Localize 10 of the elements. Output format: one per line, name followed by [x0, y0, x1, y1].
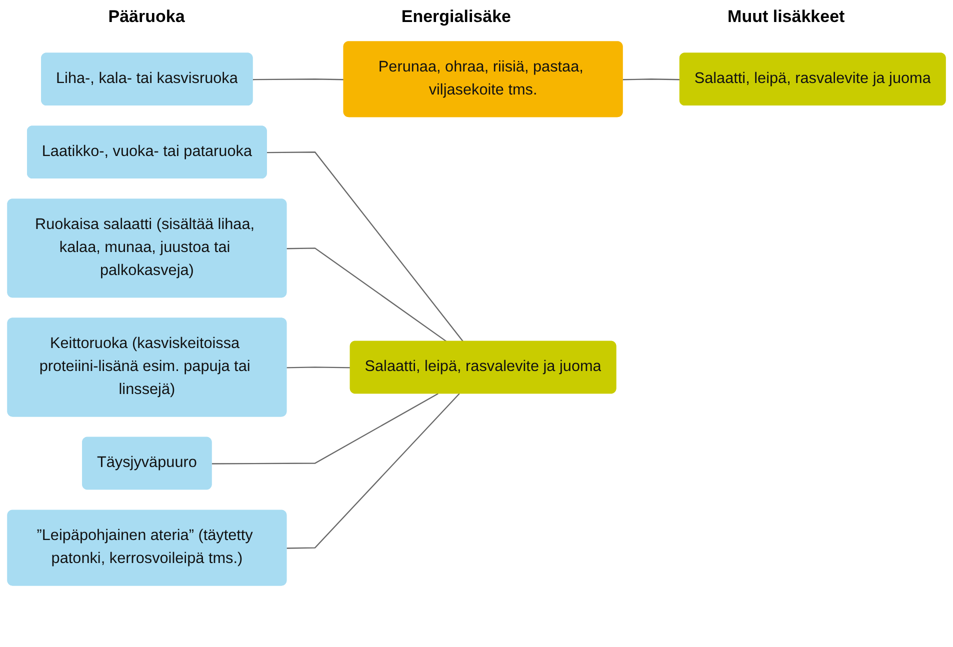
connector — [252, 78, 344, 80]
connector — [286, 248, 448, 342]
column-heading: Pääruoka — [108, 7, 185, 27]
connector — [622, 78, 680, 80]
connector — [266, 152, 464, 342]
column-heading: Muut lisäkkeet — [728, 7, 845, 27]
connector — [286, 393, 460, 549]
column-heading: Energialisäke — [401, 7, 511, 27]
connector — [212, 393, 438, 464]
connector — [286, 366, 351, 368]
